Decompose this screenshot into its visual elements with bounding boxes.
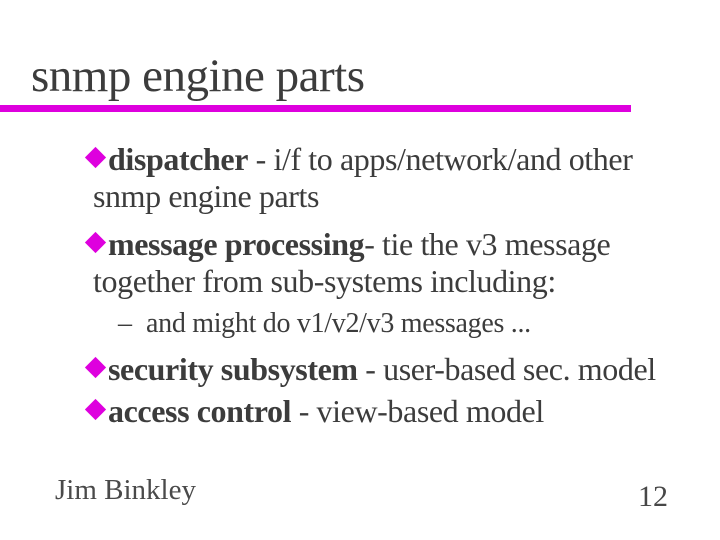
bullet-body-text: - i/f to apps/network/and other [248, 141, 633, 177]
bullet-lead-text: security subsystem [108, 351, 358, 387]
bullet-body-text: - view-based model [291, 393, 545, 429]
bullet-diamond-icon [84, 356, 107, 379]
footer-author: Jim Binkley [55, 474, 196, 506]
bullet-lead-text: message processing [108, 226, 365, 262]
en-dash-bullet-icon: – [118, 308, 132, 339]
sub-bullet-text: and might do v1/v2/v3 messages ... [146, 308, 531, 339]
bullet-lead-text: access control [108, 393, 292, 429]
page-number: 12 [638, 480, 668, 513]
bullet-body-text: - user-based sec. model [357, 351, 656, 387]
bullet-lead-text: dispatcher [108, 141, 249, 177]
bullet-wrap-text: together from sub-systems including: [93, 263, 556, 299]
bullet-diamond-icon [84, 146, 107, 169]
bullet-wrap-text: snmp engine parts [93, 178, 320, 214]
bullet-diamond-icon [84, 231, 107, 254]
title-underline [0, 105, 631, 112]
slide-title: snmp engine parts [31, 50, 365, 102]
bullet-diamond-icon [84, 398, 107, 421]
bullet-access-control: access control - view-based model [84, 393, 710, 430]
bullet-security-subsystem: security subsystem - user-based sec. mod… [84, 351, 710, 388]
sub-bullet-messages: –and might do v1/v2/v3 messages ... [118, 308, 710, 339]
bullet-body-text: - tie the v3 message [364, 226, 611, 262]
bullet-dispatcher: dispatcher - i/f to apps/network/and oth… [84, 141, 710, 215]
